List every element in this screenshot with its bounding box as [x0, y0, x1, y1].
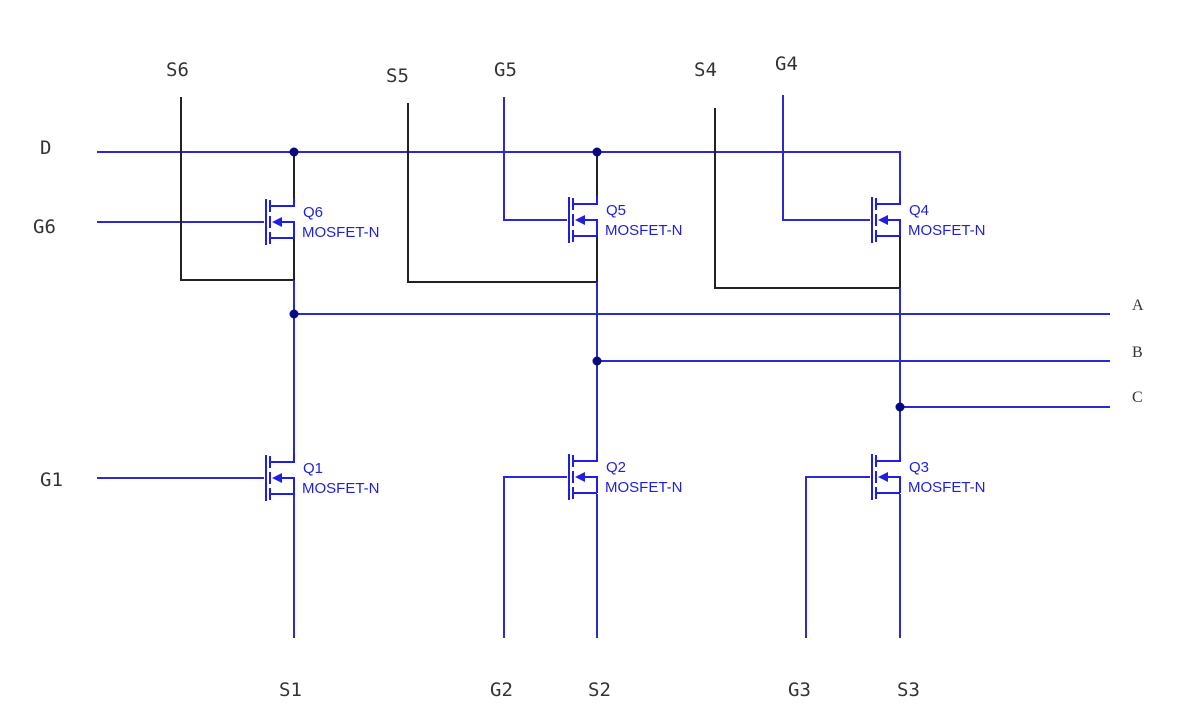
- body-terminal: [583, 219, 598, 236]
- drain-terminal: [876, 196, 901, 205]
- n-channel-arrow-icon: [575, 472, 585, 482]
- pin-labels: S6 S5 G5 S4 G4 D G6 G1 A B C S1 G2 S2 G3…: [33, 53, 1144, 701]
- label-g1: G1: [40, 469, 63, 491]
- label-s4: S4: [694, 59, 717, 81]
- mosfet-ref-label: Q2: [606, 459, 626, 476]
- body-terminal: [280, 477, 295, 494]
- label-s3: S3: [897, 679, 920, 701]
- label-g2: G2: [490, 679, 513, 701]
- mosfet-ref-label: Q6: [303, 204, 323, 221]
- drain-terminal: [270, 454, 295, 463]
- wire-g4: [782, 95, 870, 221]
- drain-terminal: [270, 198, 295, 207]
- mosfet-ref-label: Q3: [909, 459, 929, 476]
- label-s2: S2: [588, 679, 611, 701]
- n-channel-arrow-icon: [272, 217, 282, 227]
- mosfet-part-label: MOSFET-N: [605, 222, 683, 239]
- drain-terminal: [573, 453, 598, 462]
- wire-s5-loop: [407, 103, 597, 283]
- drain-terminal: [876, 453, 901, 462]
- wire-s4-loop: [714, 108, 900, 289]
- label-s1: S1: [279, 679, 302, 701]
- wire-g2: [503, 476, 567, 638]
- label-g5: G5: [494, 59, 517, 81]
- mosfet-part-label: MOSFET-N: [302, 224, 380, 241]
- wire-d-bus: [97, 151, 901, 200]
- wire-s6-loop: [180, 97, 294, 281]
- body-terminal: [280, 221, 295, 238]
- body-terminal: [886, 476, 901, 493]
- label-s5: S5: [386, 65, 409, 87]
- label-s6: S6: [166, 59, 189, 81]
- label-g4: G4: [775, 53, 798, 75]
- wire-g5: [503, 97, 567, 221]
- junction-dot: [592, 356, 602, 366]
- label-b: B: [1132, 344, 1143, 361]
- label-d: D: [40, 137, 51, 159]
- label-g6: G6: [33, 216, 56, 238]
- label-c: C: [1132, 389, 1143, 406]
- n-channel-arrow-icon: [272, 473, 282, 483]
- n-channel-arrow-icon: [575, 215, 585, 225]
- mosfet-ref-label: Q4: [909, 202, 929, 219]
- mosfet-ref-label: Q1: [303, 460, 323, 477]
- label-a: A: [1132, 297, 1144, 314]
- mosfet-part-label: MOSFET-N: [605, 479, 683, 496]
- junction-dot: [895, 402, 905, 412]
- mosfet-part-label: MOSFET-N: [908, 222, 986, 239]
- junctions: [289, 147, 905, 412]
- n-channel-arrow-icon: [878, 215, 888, 225]
- n-channel-arrow-icon: [878, 472, 888, 482]
- mosfet-symbols: Q6MOSFET-NQ5MOSFET-NQ4MOSFET-NQ1MOSFET-N…: [265, 196, 986, 501]
- mosfet-ref-label: Q5: [606, 202, 626, 219]
- mosfet-part-label: MOSFET-N: [302, 480, 380, 497]
- body-terminal: [886, 219, 901, 236]
- junction-dot: [592, 147, 602, 157]
- label-g3: G3: [788, 679, 811, 701]
- junction-dot: [289, 309, 299, 319]
- wires: [97, 95, 1110, 638]
- mosfet-part-label: MOSFET-N: [908, 479, 986, 496]
- wire-g3: [805, 476, 870, 638]
- junction-dot: [289, 147, 299, 157]
- drain-terminal: [573, 196, 598, 205]
- body-terminal: [583, 476, 598, 493]
